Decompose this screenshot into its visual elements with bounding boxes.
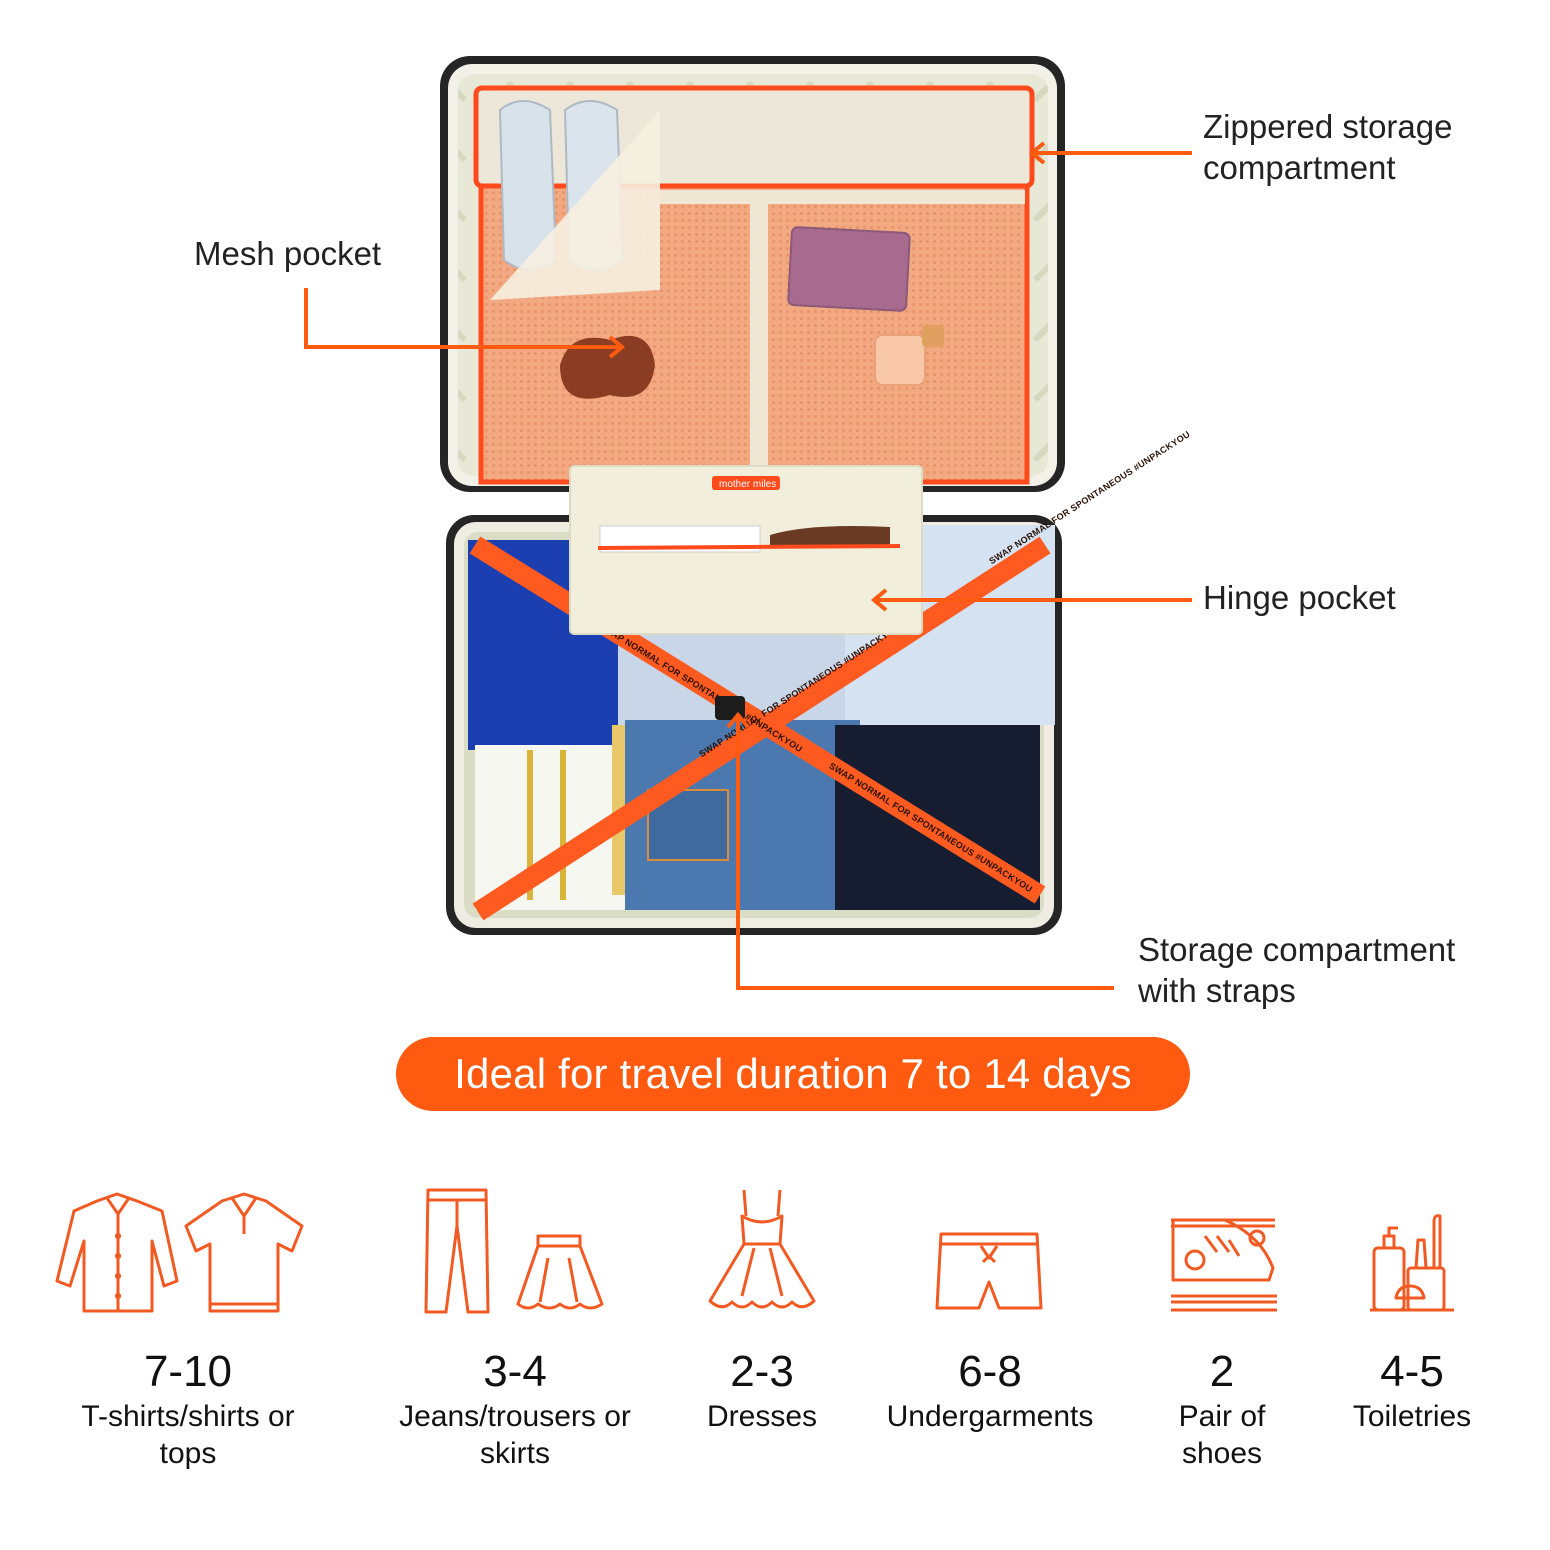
- sneaker-icon: [1165, 1186, 1279, 1316]
- count-tshirts: 7-10: [143, 1347, 233, 1396]
- label-jeans: Jeans/trousers or skirts: [399, 1400, 631, 1470]
- count-dresses: 2-3: [730, 1347, 794, 1396]
- suitcase-lid: [440, 56, 1065, 492]
- callout-zippered-compartment: Zippered storage compartment: [1203, 108, 1453, 186]
- label-tshirts: T-shirts/shirts or tops: [81, 1400, 295, 1470]
- label-dresses: Dresses: [706, 1400, 818, 1433]
- hinge-pocket: mother miles: [569, 465, 923, 635]
- dress-icon: [702, 1186, 822, 1316]
- count-undergarments: 6-8: [958, 1347, 1022, 1396]
- label-toiletries: Toiletries: [1352, 1400, 1472, 1433]
- toiletries-icon: [1368, 1186, 1458, 1316]
- shorts-icon: [933, 1186, 1045, 1316]
- count-toiletries: 4-5: [1380, 1347, 1444, 1396]
- callout-mesh-pocket: Mesh pocket: [194, 235, 382, 272]
- count-jeans: 3-4: [483, 1347, 547, 1396]
- callout-arrows: [304, 141, 1192, 990]
- brand-label: mother miles: [719, 479, 776, 490]
- label-shoes: Pair of shoes: [1178, 1400, 1266, 1470]
- suitcase-base: SWAP NORMAL FOR SPONTANEOUS #UNPACKYOU S…: [446, 429, 1192, 935]
- shirt-icon: [52, 1186, 314, 1316]
- callout-hinge-pocket: Hinge pocket: [1203, 579, 1396, 616]
- callout-strap-compartment: Storage compartment with straps: [1138, 931, 1456, 1009]
- trousers-skirt-icon: [414, 1186, 614, 1316]
- travel-duration-banner: Ideal for travel duration 7 to 14 days: [396, 1037, 1190, 1111]
- label-undergarments: Undergarments: [886, 1400, 1094, 1433]
- count-shoes: 2: [1209, 1347, 1235, 1396]
- suitcase-photo: SWAP NORMAL FOR SPONTANEOUS #UNPACKYOU S…: [304, 56, 1192, 990]
